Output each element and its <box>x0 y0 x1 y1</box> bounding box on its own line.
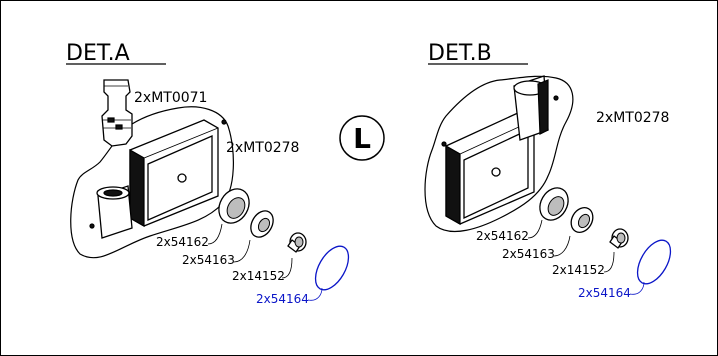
leader-line <box>233 239 251 263</box>
leader-line <box>307 287 323 301</box>
detail-a-title: DET.A <box>66 41 130 66</box>
leader-line <box>281 257 293 279</box>
washer-54163 <box>570 207 594 233</box>
oring-54164 <box>314 245 350 291</box>
oring-54164 <box>636 239 672 285</box>
leader-line <box>527 219 543 239</box>
leader-line <box>553 235 571 257</box>
block-part <box>96 119 219 239</box>
part-label: 2x54163 <box>182 253 235 267</box>
side-badge: L <box>339 115 385 161</box>
part-label-highlight: 2x54164 <box>256 292 309 306</box>
part-label-highlight: 2x54164 <box>578 286 631 300</box>
circle-letter-icon <box>339 115 385 161</box>
detail-a-hole-marker <box>221 119 227 125</box>
detail-b-hole-marker <box>553 95 559 101</box>
detail-b-outline <box>424 75 574 233</box>
leader-line <box>603 251 615 273</box>
part-label: 2x54163 <box>502 247 555 261</box>
part-label: 2xMT0278 <box>596 110 669 126</box>
detail-a: DET.A <box>66 41 350 306</box>
washer-54162 <box>539 187 569 221</box>
part-label: 2x14152 <box>232 269 285 283</box>
washer-54162 <box>218 188 250 224</box>
screw-14152 <box>287 232 307 253</box>
block-part <box>445 75 549 226</box>
side-badge-letter: L <box>353 122 371 155</box>
part-label: 2x54162 <box>476 229 529 243</box>
leader-line <box>629 281 645 295</box>
detail-b: DET.B <box>424 41 672 300</box>
detail-b-title: DET.B <box>428 41 492 66</box>
screw-14152 <box>609 228 629 249</box>
part-label: 2xMT0278 <box>226 140 299 156</box>
part-label: 2xMT0071 <box>134 90 207 106</box>
part-label: 2x54162 <box>156 235 209 249</box>
detail-b-hole-marker <box>441 141 447 147</box>
part-label: 2x14152 <box>552 263 605 277</box>
washer-54163 <box>250 210 274 238</box>
leader-line <box>207 223 223 245</box>
valve-part <box>101 79 133 147</box>
detail-a-hole-marker <box>89 223 95 229</box>
